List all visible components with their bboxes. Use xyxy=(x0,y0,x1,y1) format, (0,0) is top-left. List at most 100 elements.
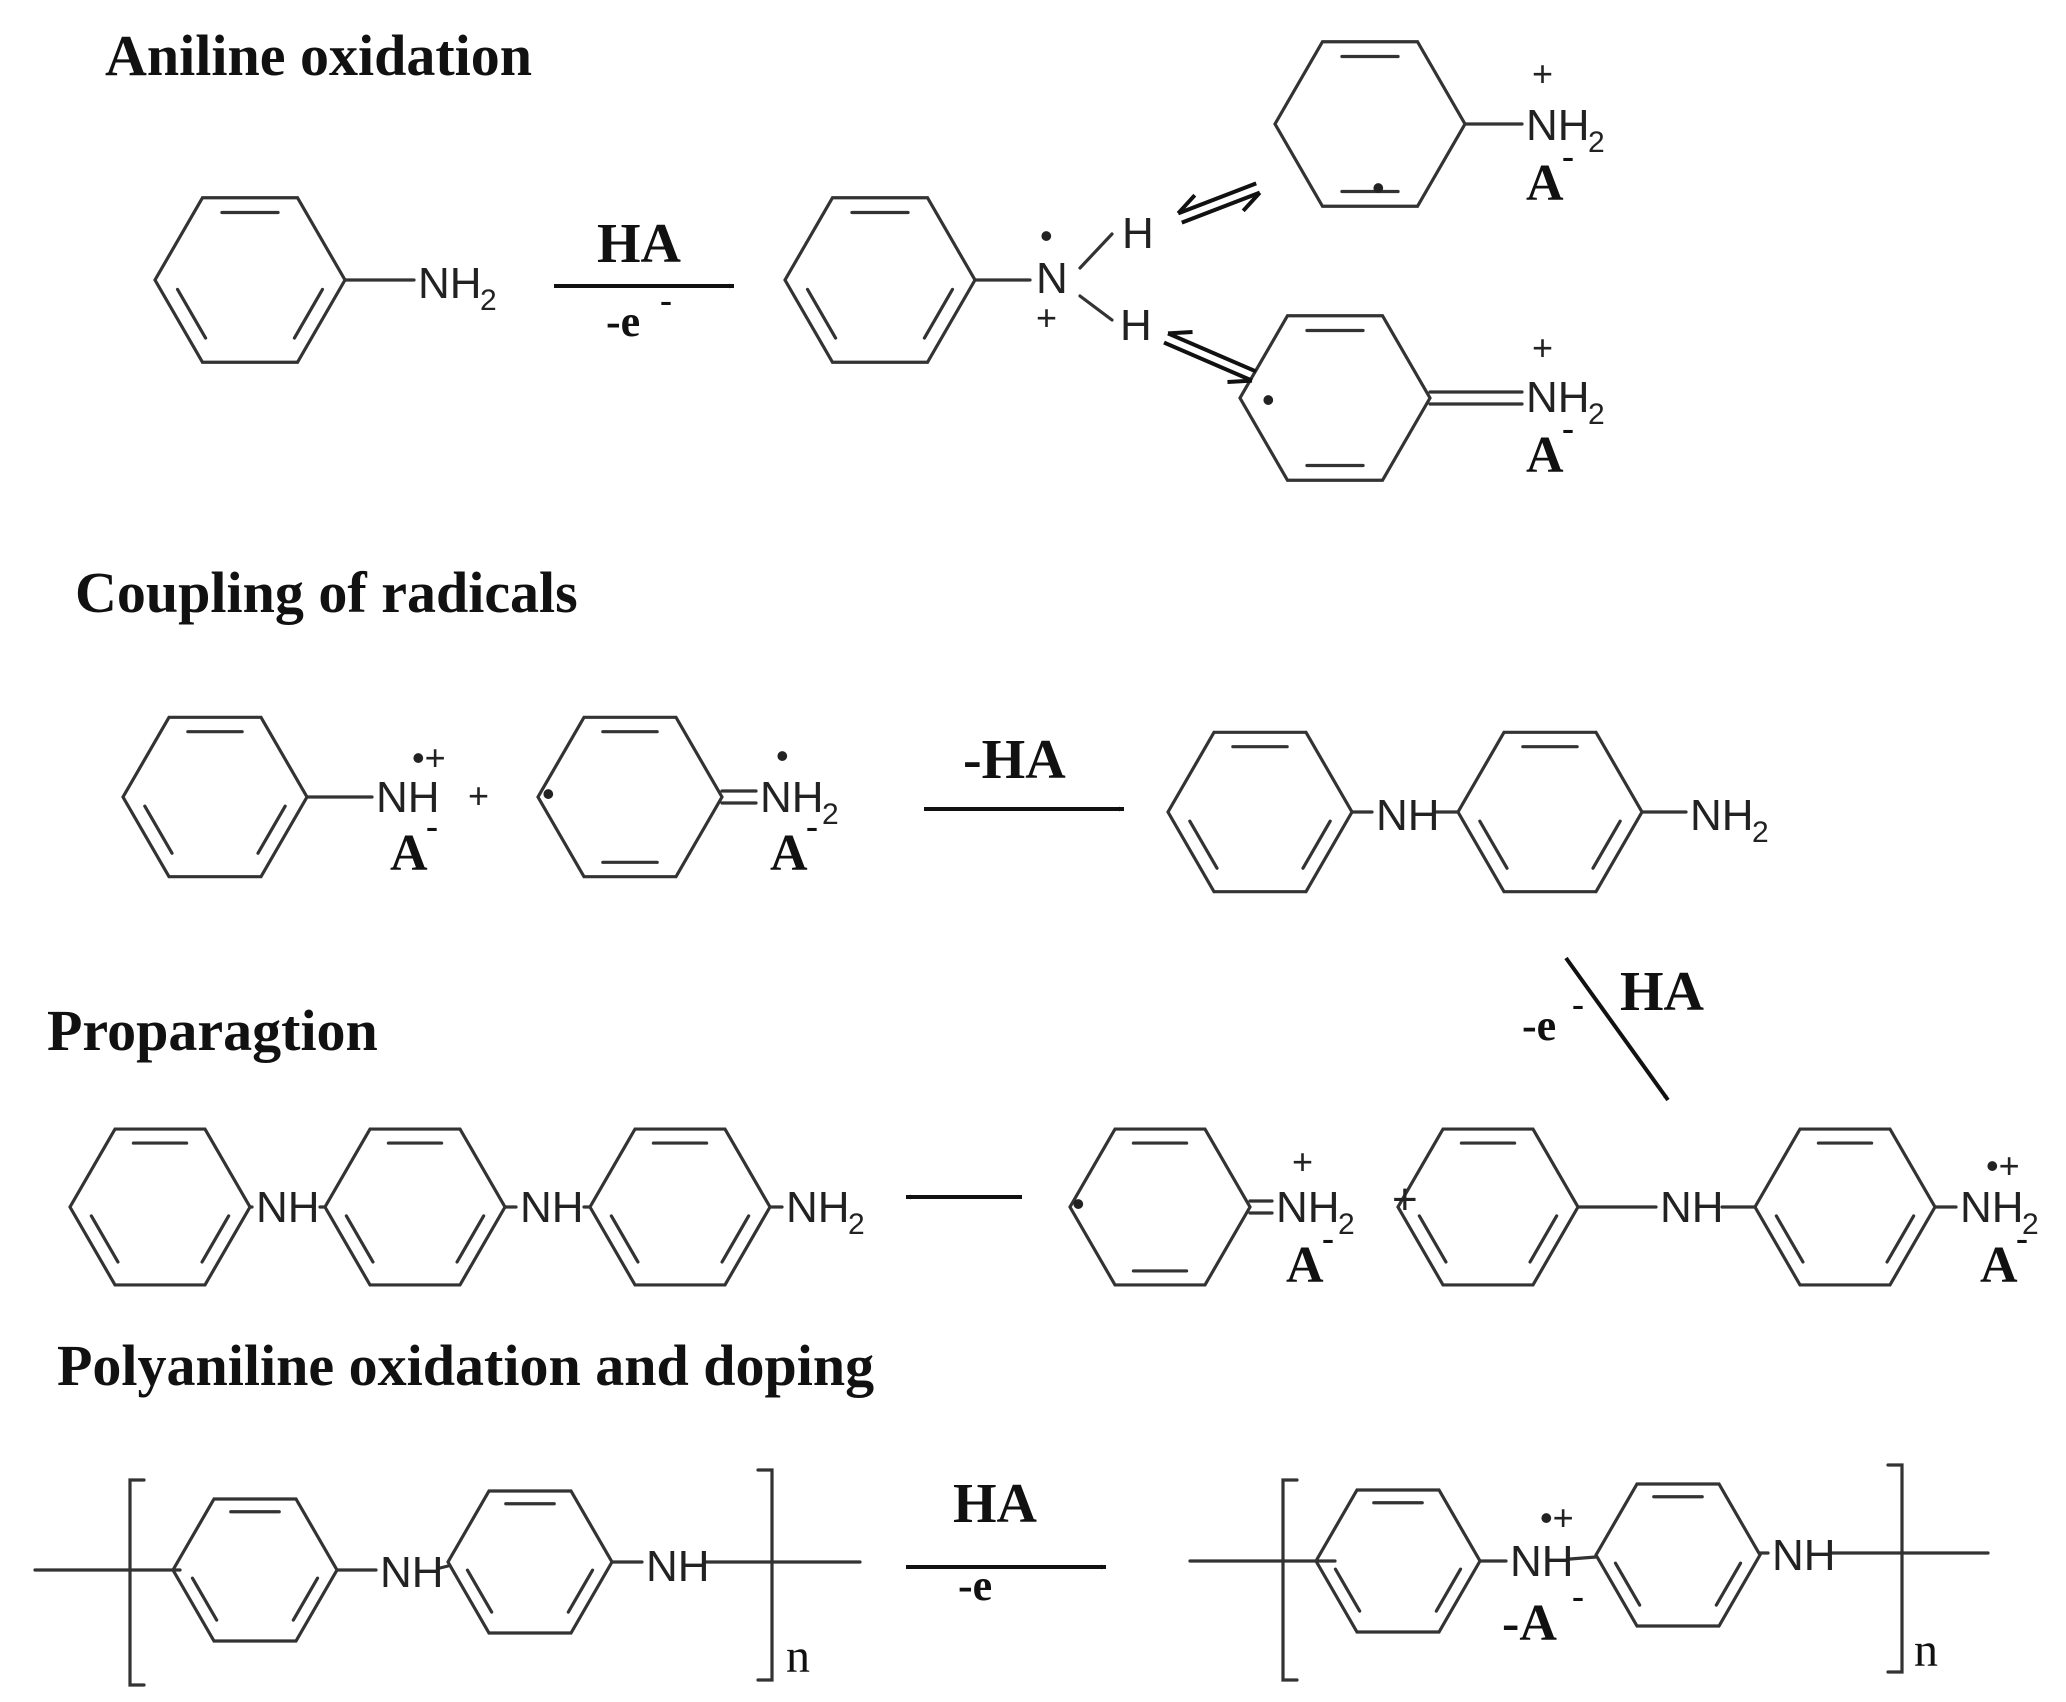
heading-coupling-of-radicals: Coupling of radicals xyxy=(75,560,578,625)
equilibrium-lower xyxy=(1163,330,1257,384)
double-bond xyxy=(1714,1561,1743,1607)
svg-text:-: - xyxy=(426,806,438,846)
forward-half-head xyxy=(1227,378,1253,384)
benzene-ring xyxy=(121,715,309,879)
double-bond xyxy=(805,287,838,340)
svg-text:2: 2 xyxy=(1588,126,1605,159)
reverse-arrow xyxy=(1167,331,1257,374)
double-bond xyxy=(720,1214,751,1264)
forward-arrow xyxy=(1163,340,1253,383)
double-bond xyxy=(190,1576,219,1622)
bracket-open-2 xyxy=(1281,1478,1299,1682)
bond xyxy=(438,1564,450,1570)
svg-text:•: • xyxy=(1372,167,1385,208)
arrow-ha-label-2: HA -e - xyxy=(1522,961,1705,1050)
bond xyxy=(1078,294,1114,322)
svg-text:•+: •+ xyxy=(1540,1497,1574,1538)
svg-text:-: - xyxy=(806,806,818,846)
benzene-ring xyxy=(1166,730,1354,894)
aniline-amine-group: NH 2 xyxy=(418,259,497,317)
svg-text:NH: NH xyxy=(418,259,482,308)
double-bond xyxy=(1434,1567,1463,1613)
svg-text:-: - xyxy=(1562,408,1574,448)
svg-text:H: H xyxy=(1120,301,1152,350)
svg-text:NH: NH xyxy=(1276,1183,1340,1232)
double-bond xyxy=(1613,1561,1642,1607)
arrow-oxidation-2 xyxy=(1564,956,1670,1102)
double-bond xyxy=(1188,819,1219,870)
svg-text:NH: NH xyxy=(1772,1531,1836,1580)
benzene-ring xyxy=(1594,1482,1762,1628)
double-bond xyxy=(1478,819,1509,870)
svg-text:-: - xyxy=(1006,1544,1018,1584)
benzene-ring xyxy=(1456,730,1644,894)
svg-text:2: 2 xyxy=(2022,1208,2039,1241)
svg-text:-: - xyxy=(1322,1218,1334,1258)
benzene-ring xyxy=(171,1497,339,1643)
svg-text:NH: NH xyxy=(256,1183,320,1232)
coupling-iminium-radical: • • NH 2 A - xyxy=(542,735,839,882)
svg-text:A: A xyxy=(1286,1237,1324,1294)
heading-polyaniline-oxidation: Polyaniline oxidation and doping xyxy=(57,1333,874,1398)
quinoid-ring xyxy=(1273,40,1467,208)
svg-text:NH: NH xyxy=(1526,373,1590,422)
svg-text:•: • xyxy=(776,735,789,776)
arrow-ha-label-3: HA -e - xyxy=(953,1473,1038,1610)
svg-text:n: n xyxy=(1914,1624,1938,1677)
svg-text:+: + xyxy=(1036,297,1057,338)
double-bond xyxy=(465,1568,494,1614)
svg-text:NH: NH xyxy=(376,773,440,822)
double-bond xyxy=(143,804,174,855)
svg-text:•: • xyxy=(1262,379,1275,420)
double-bond xyxy=(566,1568,595,1614)
reverse-arrow xyxy=(1177,181,1257,216)
svg-text:2: 2 xyxy=(1338,1208,1355,1241)
svg-text:HA: HA xyxy=(597,213,682,275)
svg-text:-e: -e xyxy=(1522,1001,1556,1050)
svg-text:+: + xyxy=(1392,1175,1418,1224)
svg-text:-HA: -HA xyxy=(963,729,1066,791)
double-bond xyxy=(1528,1214,1559,1264)
svg-text:n: n xyxy=(786,1630,810,1683)
svg-text:A: A xyxy=(770,825,808,882)
leucoemeraldine-unit: NH NH n xyxy=(380,1542,810,1683)
double-bond xyxy=(291,1576,320,1622)
svg-text:A: A xyxy=(1980,1237,2018,1294)
quinoid-ring xyxy=(1238,314,1432,482)
svg-text:NH: NH xyxy=(786,1183,850,1232)
trimer-product: NH NH NH 2 xyxy=(256,1183,865,1241)
svg-text:-: - xyxy=(2016,1218,2028,1258)
double-bond xyxy=(292,287,325,340)
benzene-ring xyxy=(446,1489,614,1635)
benzene-ring xyxy=(323,1127,507,1287)
equilibrium-upper xyxy=(1176,181,1262,225)
svg-text:•: • xyxy=(542,773,555,814)
lower-product-iminium: + NH 2 A - • xyxy=(1262,327,1605,484)
svg-text:A: A xyxy=(390,825,428,882)
bond xyxy=(1078,232,1114,270)
svg-text:NH: NH xyxy=(1960,1183,2024,1232)
reaction-arrows xyxy=(554,181,1670,1570)
arrow-minus-ha-label: -HA xyxy=(963,729,1066,791)
coupling-radical-cation: •+ NH + A - xyxy=(376,737,489,882)
svg-text:+: + xyxy=(468,775,489,816)
doped-emeraldine-unit: •+ NH -A - NH n xyxy=(1502,1497,1938,1677)
svg-text:+: + xyxy=(1532,53,1553,94)
svg-text:2: 2 xyxy=(848,1208,865,1241)
svg-text:NH: NH xyxy=(380,1548,444,1597)
svg-text:NH: NH xyxy=(1690,791,1754,840)
svg-text:NH: NH xyxy=(1526,101,1590,150)
svg-text:N: N xyxy=(1036,254,1068,303)
svg-text:-: - xyxy=(660,280,672,320)
svg-text:NH: NH xyxy=(1510,1537,1574,1586)
heading-aniline-oxidation: Aniline oxidation xyxy=(105,23,532,88)
svg-text:NH: NH xyxy=(1376,791,1440,840)
svg-text:-e: -e xyxy=(958,1561,992,1610)
svg-text:NH: NH xyxy=(646,1542,710,1591)
bracket-open-1 xyxy=(128,1478,146,1687)
quinoid-ring xyxy=(1068,1127,1252,1287)
forward-arrow xyxy=(1181,190,1261,225)
svg-text:H: H xyxy=(1122,209,1154,258)
double-bond xyxy=(1301,819,1332,870)
